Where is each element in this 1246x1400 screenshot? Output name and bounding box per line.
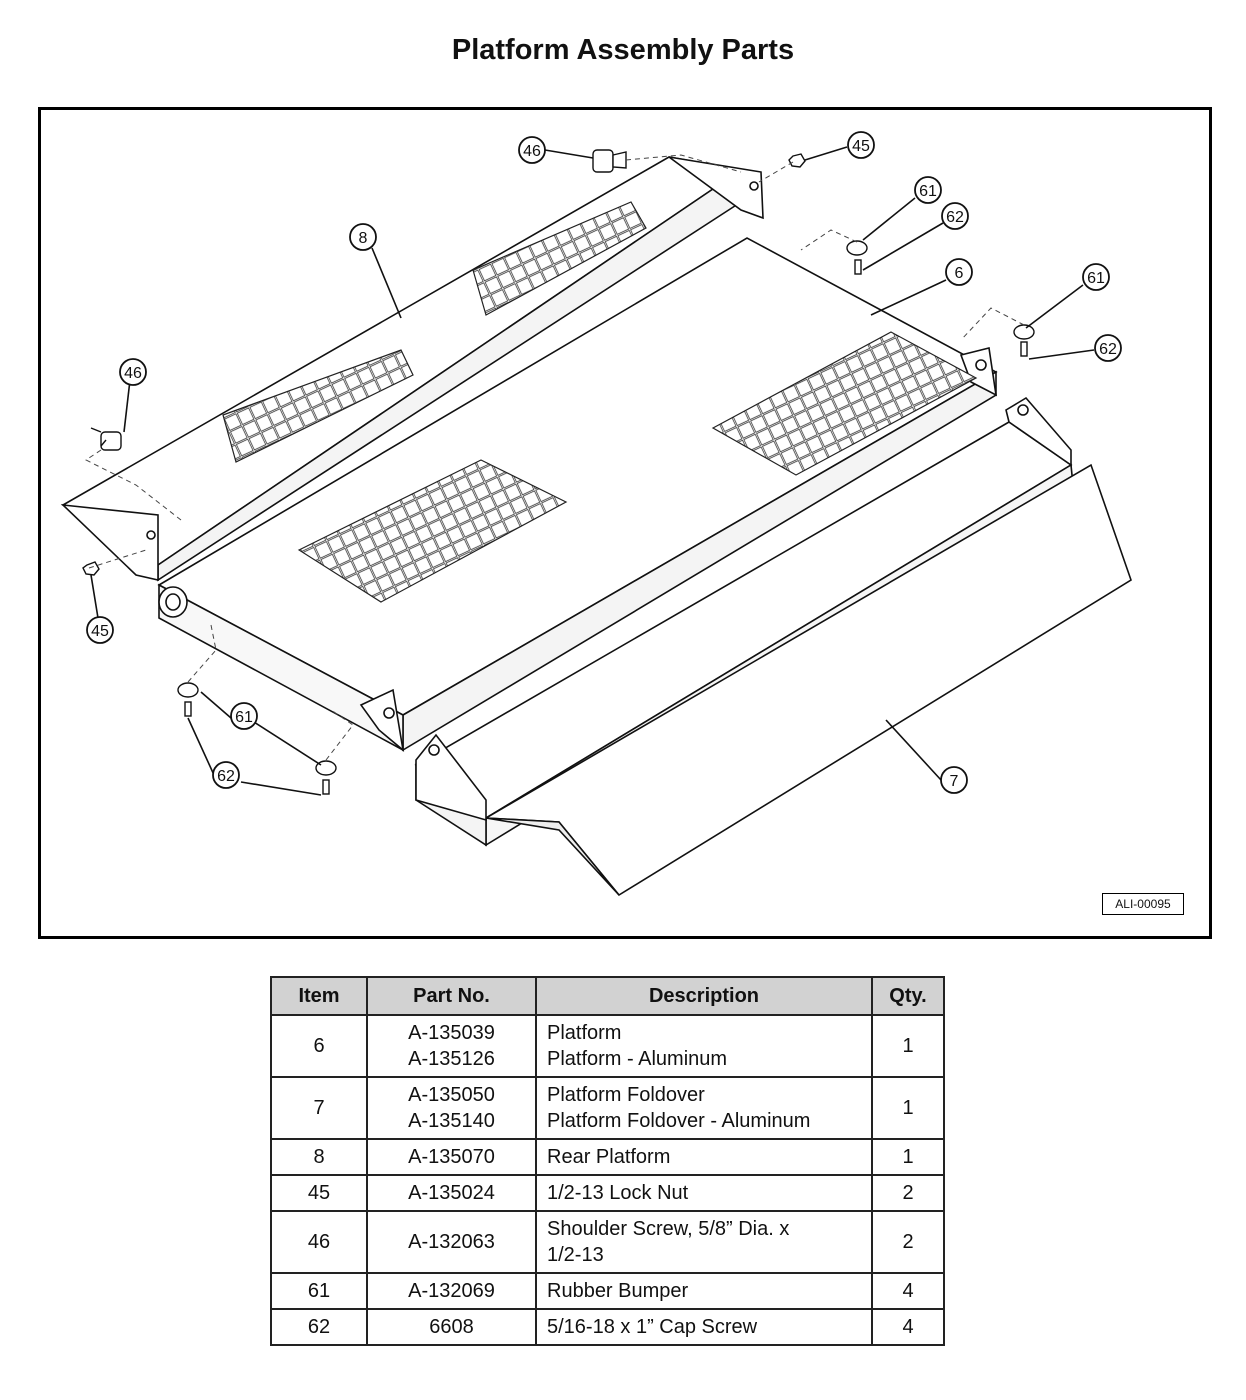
header-description: Description	[535, 976, 873, 1016]
callout-62-right-b: 62	[1099, 341, 1117, 358]
cell-part-no: A-132069	[366, 1272, 537, 1310]
callout-61-right-b: 61	[1087, 270, 1105, 287]
cell-description: Rear Platform	[535, 1138, 873, 1176]
cell-part-no: A-135070	[366, 1138, 537, 1176]
table-row: 45 A-135024 1/2-13 Lock Nut 2	[270, 1174, 945, 1212]
callout-7: 7	[950, 773, 959, 790]
callout-leaders	[90, 146, 1095, 796]
callout-61-bottom: 61	[235, 709, 253, 726]
page-title: Platform Assembly Parts	[451, 34, 795, 66]
callout-61-right-a: 61	[919, 183, 937, 200]
cell-description: Rubber Bumper	[535, 1272, 873, 1310]
table-header-row: Item Part No. Description Qty.	[270, 976, 945, 1016]
table-row: 61 A-132069 Rubber Bumper 4	[270, 1272, 945, 1310]
callout-62-right-a: 62	[946, 209, 964, 226]
cell-qty: 4	[871, 1272, 945, 1310]
cell-part-no: A-132063	[366, 1210, 537, 1274]
rear-mesh-1	[222, 349, 414, 463]
cell-item: 45	[270, 1174, 368, 1212]
callout-6: 6	[955, 265, 964, 282]
cell-qty: 1	[871, 1076, 945, 1140]
hardware	[82, 149, 1035, 795]
main-platform	[157, 237, 998, 752]
platform-foldover	[414, 396, 1132, 897]
cell-item: 8	[270, 1138, 368, 1176]
callout-45-top: 45	[852, 138, 870, 155]
cell-qty: 1	[871, 1138, 945, 1176]
callout-46-top: 46	[523, 143, 541, 160]
callout-62-bottom: 62	[217, 768, 235, 785]
cell-qty: 2	[871, 1174, 945, 1212]
header-item: Item	[270, 976, 368, 1016]
cell-qty: 2	[871, 1210, 945, 1274]
header-part-no: Part No.	[366, 976, 537, 1016]
cell-item: 6	[270, 1014, 368, 1078]
table-row: 62 6608 5/16-18 x 1” Cap Screw 4	[270, 1308, 945, 1346]
callout-46-left: 46	[124, 365, 142, 382]
cell-item: 46	[270, 1210, 368, 1274]
rear-mesh-2	[472, 201, 647, 316]
cell-part-no: 6608	[366, 1308, 537, 1346]
parts-table: Item Part No. Description Qty. 6 A-13503…	[270, 976, 945, 1346]
table-row: 8 A-135070 Rear Platform 1	[270, 1138, 945, 1176]
cell-item: 7	[270, 1076, 368, 1140]
cell-description: 1/2-13 Lock Nut	[535, 1174, 873, 1212]
cell-qty: 4	[871, 1308, 945, 1346]
cell-qty: 1	[871, 1014, 945, 1078]
figure-id-label: ALI-00095	[1102, 893, 1184, 915]
callout-45-left: 45	[91, 623, 109, 640]
callout-bubbles	[86, 131, 1122, 794]
main-mesh-1	[297, 459, 568, 603]
cell-description: 5/16-18 x 1” Cap Screw	[535, 1308, 873, 1346]
cell-item: 62	[270, 1308, 368, 1346]
main-mesh-2	[711, 331, 978, 476]
dashed-leaders	[85, 154, 1025, 761]
header-qty: Qty.	[871, 976, 945, 1016]
cell-item: 61	[270, 1272, 368, 1310]
callout-8: 8	[359, 230, 368, 247]
cell-part-no: A-135024	[366, 1174, 537, 1212]
assembly-drawing: 46 45 61 62 8 6 61 62 46 45 61 62 7 ALI-…	[38, 107, 1212, 939]
